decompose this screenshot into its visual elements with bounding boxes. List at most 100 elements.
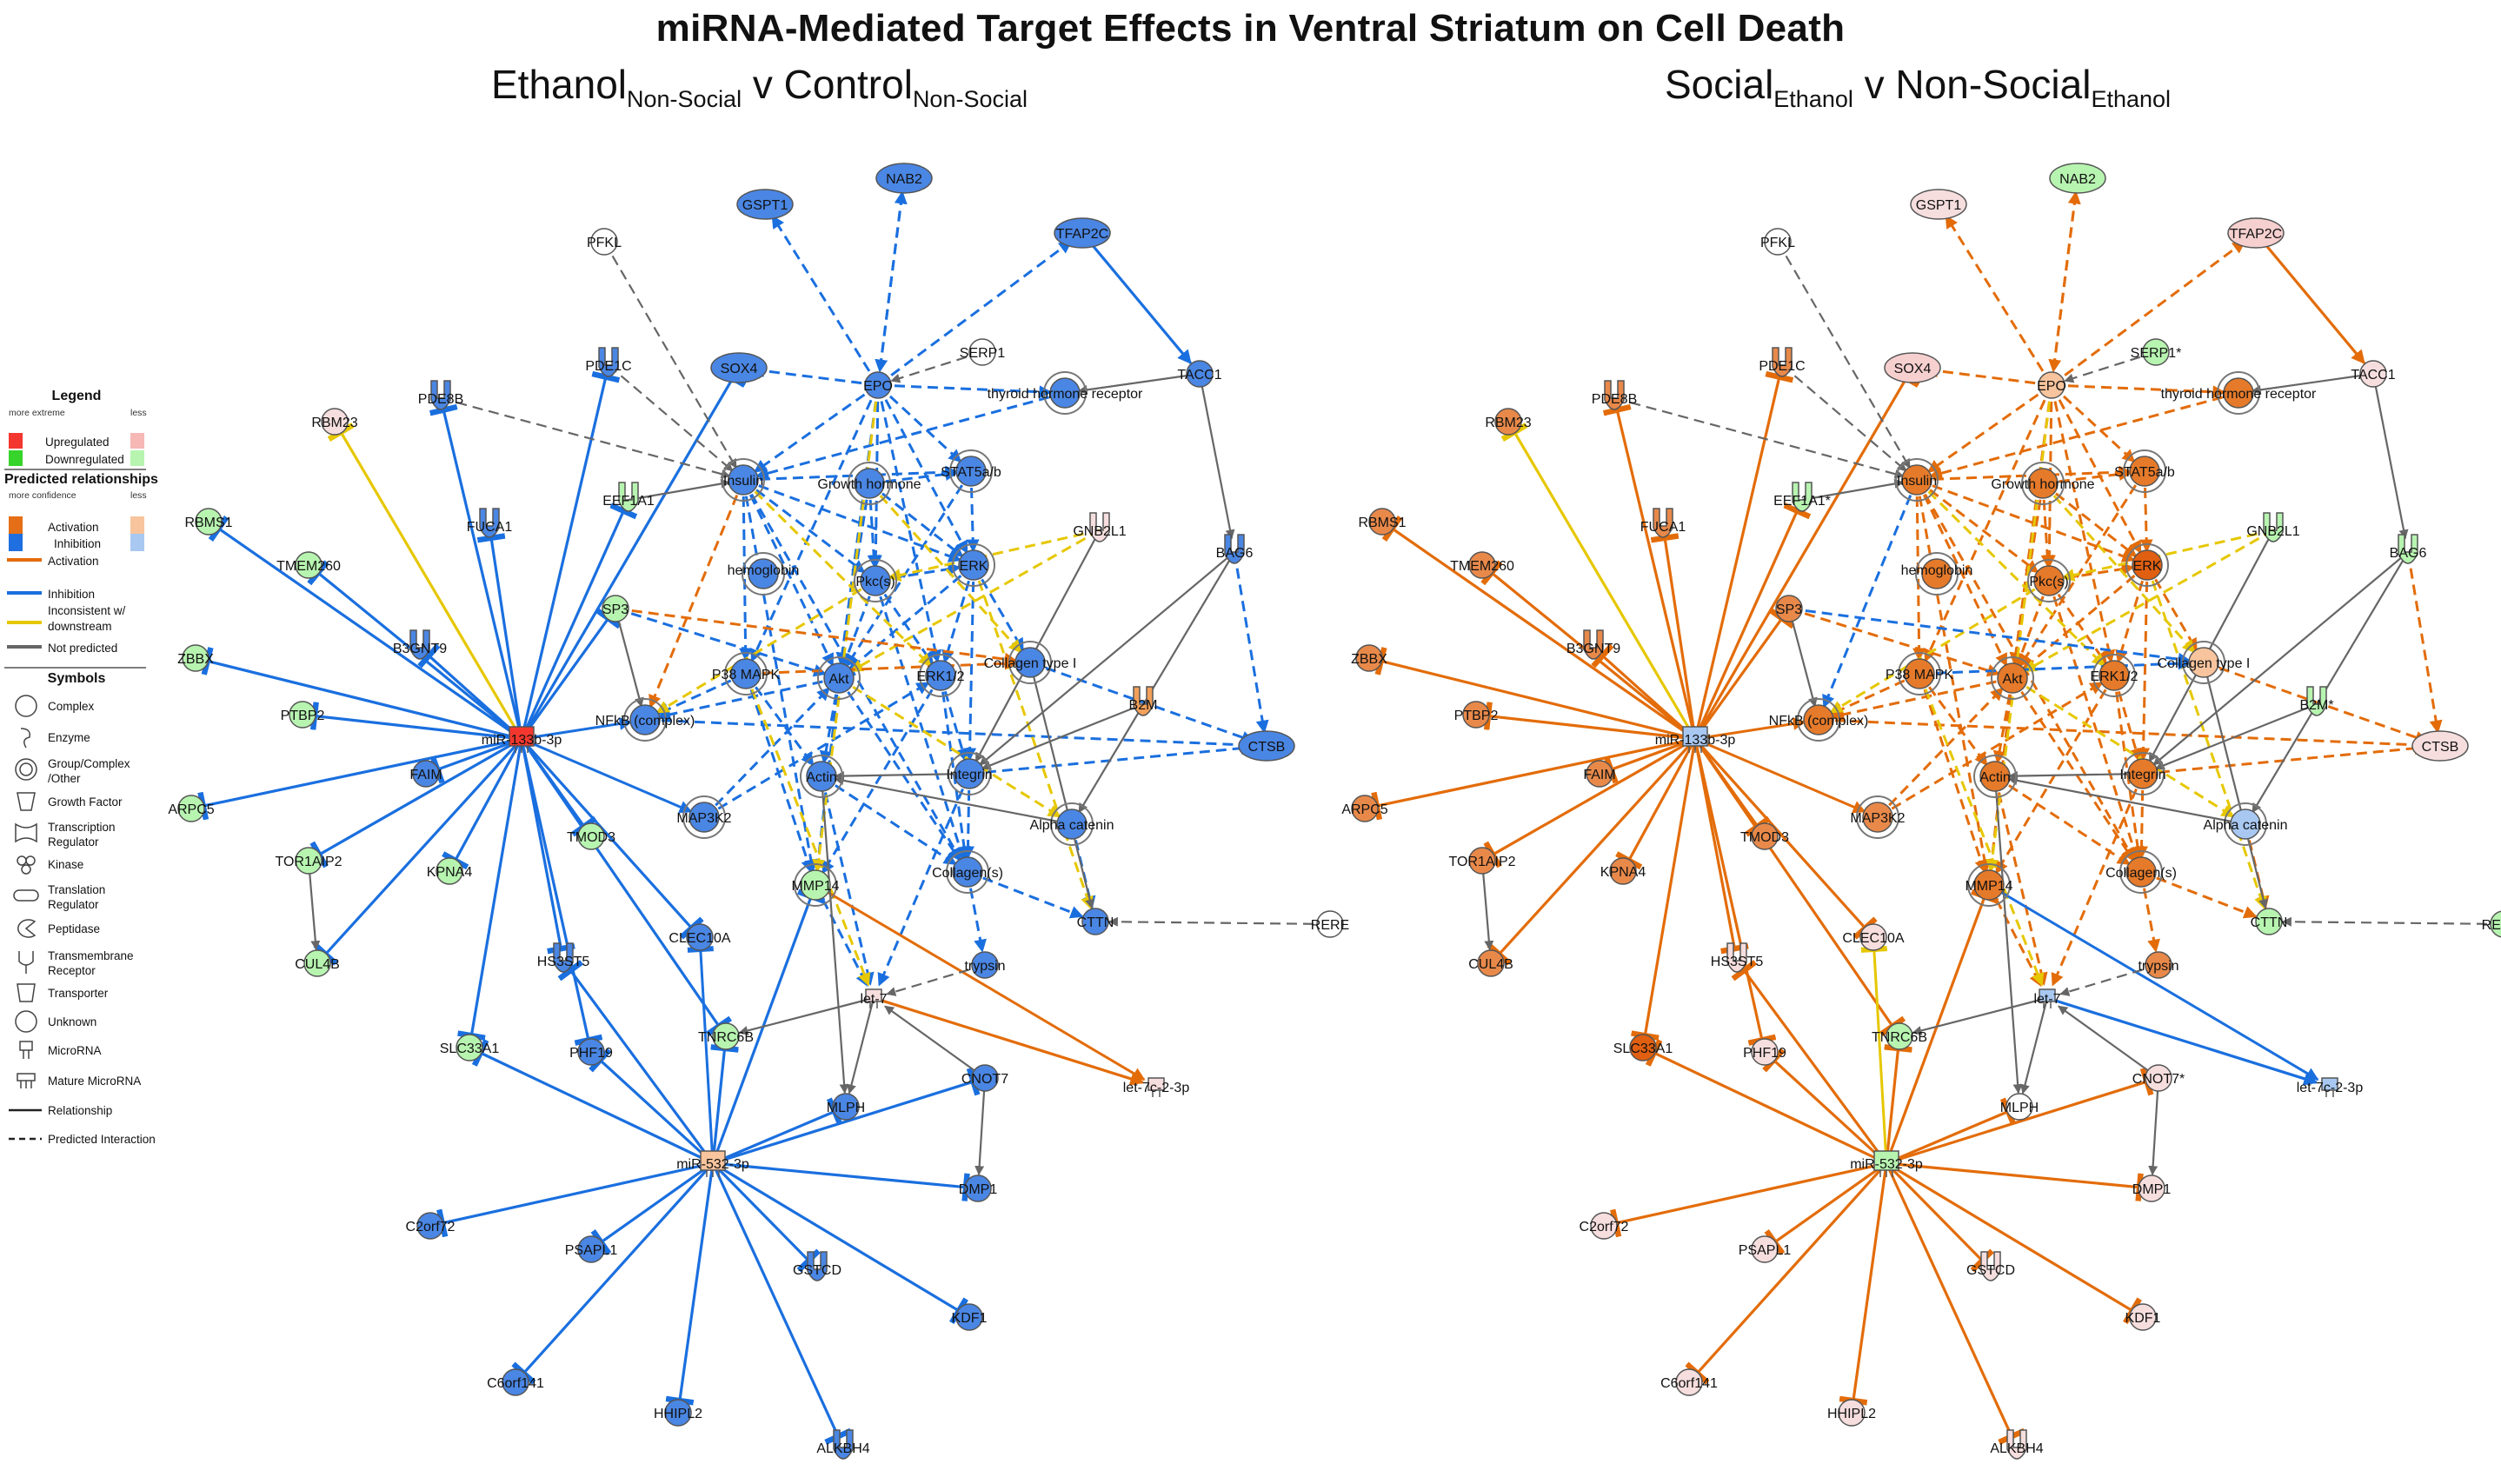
node-nab2[interactable]: NAB2 [875,163,933,194]
node-slc33a1[interactable]: SLC33A1 [440,1034,500,1061]
node-c2orf72[interactable]: C2orf72 [406,1212,456,1240]
node-collagen-type-i[interactable]: Collagen type I [2158,641,2251,684]
node-tnrc6b[interactable]: TNRC6B [1872,1022,1927,1050]
node-nfkb-complex[interactable]: NFkB (complex) [1769,698,1869,742]
node-growth-hormone[interactable]: Growth hormone [1991,462,2095,505]
node-kdf1[interactable]: KDF1 [2125,1303,2161,1331]
node-akt[interactable]: Akt [1991,656,2034,700]
node-c6orf141[interactable]: C6orf141 [487,1368,544,1396]
node-thyroid-hormone-receptor[interactable]: thyroid hormone receptor [2161,371,2317,415]
node-epo[interactable]: EPO [2037,371,2066,399]
node-cnot7[interactable]: CNOT7 [961,1064,1008,1092]
node-gspt1[interactable]: GSPT1 [1910,189,1967,220]
node-c6orf141[interactable]: C6orf141 [1660,1368,1718,1396]
node-kpna4[interactable]: KPNA4 [1600,857,1646,885]
node-alpha-catenin[interactable]: Alpha catenin [1030,802,1114,846]
node-stat5a-b[interactable]: STAT5a/b [2114,449,2175,493]
node-let-7c-2-3p[interactable]: let-7c-2-3p [2297,1077,2364,1097]
node-akt[interactable]: Akt [817,656,861,700]
node-sp3[interactable]: SP3 [1775,595,1803,622]
node-dmp1[interactable]: DMP1 [959,1175,998,1202]
node-collagen-s[interactable]: Collagen(s) [932,850,1003,894]
mirna-hub-mir-532-3p[interactable]: miR-532-3p [1850,1150,1923,1177]
node-tor1aip2[interactable]: TOR1AIP2 [1448,847,1516,875]
node-faim[interactable]: FAIM [409,760,442,788]
node-hemoglobin[interactable]: hemoglobin [1901,552,1973,596]
node-tfap2c[interactable]: TFAP2C [1054,217,1111,249]
node-tnrc6b[interactable]: TNRC6B [698,1022,754,1050]
node-cnot7[interactable]: CNOT7* [2132,1064,2185,1092]
node-dmp1[interactable]: DMP1 [2132,1175,2172,1202]
node-ptbp2[interactable]: PTBP2 [1454,701,1499,729]
node-stat5a-b[interactable]: STAT5a/b [941,449,1001,493]
node-tmem260[interactable]: TMEM260 [1450,551,1514,579]
node-cttn[interactable]: CTTN [1077,908,1114,935]
mirna-hub-mir-532-3p[interactable]: miR-532-3p [676,1150,749,1177]
node-cttn[interactable]: CTTN [2251,908,2288,935]
node-slc33a1[interactable]: SLC33A1 [1613,1034,1673,1061]
node-zbbx[interactable]: ZBBX [1351,644,1387,672]
node-arpc5[interactable]: ARPC5 [1341,795,1388,822]
node-gstcd[interactable]: GSTCD [793,1251,841,1281]
node-insulin[interactable]: Insulin [722,458,765,502]
node-faim[interactable]: FAIM [1583,760,1616,788]
node-actin[interactable]: Actin [800,755,843,798]
node-collagen-type-i[interactable]: Collagen type I [984,641,1077,684]
node-nfkb-complex[interactable]: NFkB (complex) [595,698,695,742]
node-let-7c-2-3p[interactable]: let-7c-2-3p [1123,1077,1190,1097]
node-tmem260[interactable]: TMEM260 [276,551,341,579]
node-mlph[interactable]: MLPH [827,1093,865,1121]
node-sox4[interactable]: SOX4 [710,352,768,383]
node-gspt1[interactable]: GSPT1 [736,189,794,220]
mirna-hub-mir-133b-3p[interactable]: miR-133b-3p [1655,726,1736,753]
node-b2m[interactable]: B2M [1129,686,1158,716]
node-arpc5[interactable]: ARPC5 [168,795,215,822]
node-sox4[interactable]: SOX4 [1884,352,1941,383]
node-gnb2l1[interactable]: GNB2L1 [2246,512,2300,542]
node-erk1-2[interactable]: ERK1/2 [916,654,965,697]
node-hhipl2[interactable]: HHIPL2 [1827,1399,1876,1427]
node-gnb2l1[interactable]: GNB2L1 [1073,512,1127,542]
node-psapl1[interactable]: PSAPL1 [1739,1235,1792,1263]
node-rere[interactable]: RERE* [2482,910,2501,938]
node-ptbp2[interactable]: PTBP2 [281,701,325,729]
node-integrin[interactable]: Integrin [946,752,993,795]
node-pde8b[interactable]: PDE8B [418,380,463,410]
node-map3k2[interactable]: MAP3K2 [1850,795,1906,839]
node-tacc1[interactable]: TACC1 [1177,360,1222,388]
node-mmp14[interactable]: MMP14 [791,863,840,907]
node-let-7[interactable]: let-7 [2033,988,2061,1008]
node-pkc-s[interactable]: Pkc(s) [2027,559,2071,602]
node-mmp14[interactable]: MMP14 [1965,863,2013,907]
node-epo[interactable]: EPO [863,371,893,399]
node-alpha-catenin[interactable]: Alpha catenin [2204,802,2288,846]
node-alkbh4[interactable]: ALKBH4 [816,1429,870,1460]
node-phf19[interactable]: PHF19 [1743,1038,1786,1066]
node-pde1c[interactable]: PDE1C [585,347,632,377]
node-tmod3[interactable]: TMOD3 [1740,822,1789,850]
node-pfkl[interactable]: PFKL [587,228,622,256]
node-eef1a1[interactable]: EEF1A1 [602,482,655,512]
node-ctsb[interactable]: CTSB [1238,730,1295,762]
node-erk[interactable]: ERK [2125,543,2169,587]
node-eef1a1[interactable]: EEF1A1* [1773,482,1831,512]
node-clec10a[interactable]: CLEC10A [1842,923,1905,951]
node-p38-mapk[interactable]: P38 MAPK [712,652,781,695]
node-hhipl2[interactable]: HHIPL2 [654,1399,702,1427]
node-bag6[interactable]: BAG6 [1216,534,1254,564]
node-map3k2[interactable]: MAP3K2 [676,795,732,839]
node-rbms1[interactable]: RBMS1 [184,508,233,536]
node-serp1[interactable]: SERP1* [2131,338,2182,366]
node-b2m[interactable]: B2M* [2299,686,2334,716]
node-b3gnt9[interactable]: B3GNT9 [1566,629,1620,660]
node-hs3st5[interactable]: HS3ST5 [537,942,590,973]
node-hs3st5[interactable]: HS3ST5 [1711,942,1764,973]
node-pkc-s[interactable]: Pkc(s) [854,559,897,602]
node-alkbh4[interactable]: ALKBH4 [1990,1429,2044,1460]
node-let-7[interactable]: let-7 [860,988,888,1008]
node-tor1aip2[interactable]: TOR1AIP2 [275,847,343,875]
node-c2orf72[interactable]: C2orf72 [1580,1212,1629,1240]
node-tmod3[interactable]: TMOD3 [567,822,615,850]
node-psapl1[interactable]: PSAPL1 [565,1235,618,1263]
node-rbm23[interactable]: RBM23 [1485,408,1532,436]
